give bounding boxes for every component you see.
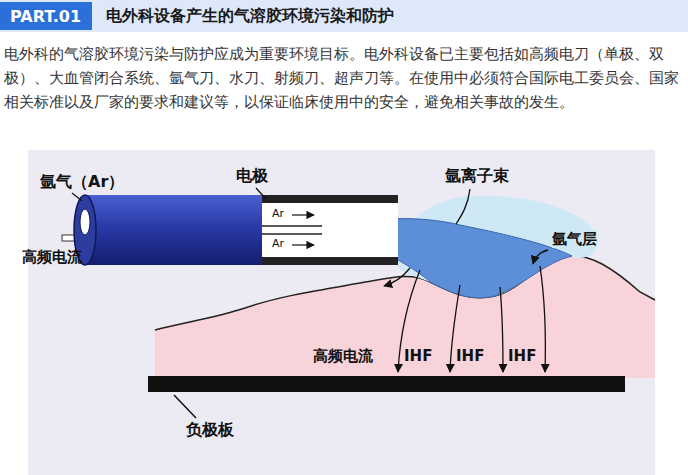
current-line bbox=[500, 287, 503, 372]
part-label: 电极 bbox=[236, 166, 268, 185]
nozzle-wall bbox=[262, 257, 398, 265]
leader-line bbox=[256, 188, 266, 199]
part-label: 氩气层 bbox=[552, 230, 597, 248]
current-symbol: IHF bbox=[404, 347, 432, 365]
gas-flow-arrow bbox=[533, 250, 548, 264]
current-line bbox=[540, 266, 545, 372]
tube-body bbox=[85, 195, 262, 265]
badge-text: PART.01 bbox=[10, 7, 81, 26]
part-label: 负极板 bbox=[186, 420, 234, 439]
leader-line bbox=[72, 193, 82, 201]
tissue bbox=[155, 255, 655, 378]
gas-label: Ar bbox=[272, 207, 284, 220]
gas-arrow bbox=[292, 214, 314, 215]
nozzle-inside bbox=[262, 203, 398, 257]
part-badge: PART.01 bbox=[0, 2, 92, 30]
electrode-rod bbox=[262, 225, 322, 227]
illustration-ground bbox=[28, 150, 655, 475]
gas-label: Ar bbox=[272, 237, 284, 250]
tube-opening bbox=[80, 209, 90, 235]
body-paragraph: 电外科的气溶胶环境污染与防护应成为重要环境目标。电外科设备已主要包括如高频电刀（… bbox=[4, 42, 684, 114]
current-symbol: IHF bbox=[456, 347, 484, 365]
leader-line bbox=[456, 189, 470, 224]
current-symbol: IHF bbox=[508, 347, 536, 365]
part-label: 氩离子束 bbox=[445, 166, 509, 185]
gas-arrow bbox=[292, 244, 314, 245]
leader-line bbox=[174, 395, 196, 418]
heading: 电外科设备产生的气溶胶环境污染和防护 bbox=[106, 6, 394, 25]
gas-flow-arrow bbox=[384, 268, 410, 286]
electrode-rod bbox=[262, 233, 322, 235]
header-bar bbox=[0, 0, 688, 32]
part-label: 高频电流 bbox=[22, 248, 82, 266]
current-label: 高频电流 bbox=[313, 347, 373, 365]
part-label: 氩气（Ar） bbox=[40, 172, 124, 191]
negative-plate bbox=[148, 376, 625, 392]
nozzle-wall bbox=[262, 195, 398, 203]
